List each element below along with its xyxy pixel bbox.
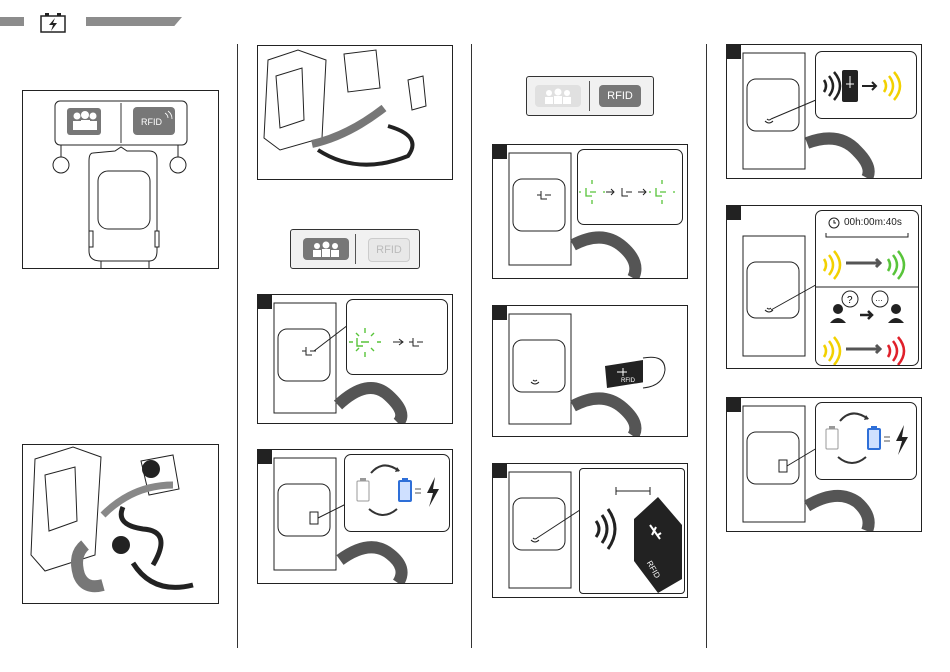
rfid-distance-callout: RFID [579, 468, 685, 594]
plug-in-figure [22, 444, 219, 604]
wallbox-mode-overview-figure: RFID [22, 90, 219, 269]
rfid-mode-chip-inactive[interactable]: RFID [368, 238, 410, 262]
led-blinking-figure [492, 144, 688, 279]
rfid-chip-label: RFID [141, 117, 162, 127]
led-sequence-callout [577, 149, 683, 225]
mode-selector-rfid: RFID [526, 76, 654, 116]
timer-readout: 00h:00m:40s [844, 217, 902, 228]
rfid-mode-chip-active[interactable]: RFID [599, 85, 641, 107]
battery-bolt-icon [38, 12, 68, 34]
header-bar-right [86, 17, 182, 26]
present-card-figure: RFID [492, 305, 688, 437]
svg-text:…: … [875, 294, 883, 303]
timeout-status-figure: ? … 00h:00m:40s [726, 205, 922, 369]
column-divider [706, 44, 707, 648]
timeout-status-callout: ? … 00h:00m:40s [815, 210, 919, 366]
header-bar-left [0, 17, 24, 26]
column-divider [471, 44, 472, 648]
group-mode-icon-inactive[interactable] [535, 85, 581, 107]
column-divider [237, 44, 238, 648]
connect-to-wallbox-figure [257, 45, 453, 180]
rfid-card-label: RFID [621, 378, 635, 384]
group-mode-icon[interactable] [303, 238, 349, 260]
rfid-authorized-figure [726, 44, 922, 179]
charging-loop-callout [344, 454, 450, 532]
charging-loop-figure [257, 449, 453, 584]
led-ready-figure [257, 294, 453, 424]
mode-selector-group: RFID [290, 229, 420, 269]
charging-loop-right-figure [726, 397, 922, 532]
rfid-authorized-callout [815, 51, 917, 119]
led-status-callout [346, 299, 448, 375]
svg-text:?: ? [847, 295, 853, 306]
charging-loop-right-callout [815, 402, 917, 480]
rfid-distance-figure: RFID [492, 463, 688, 598]
